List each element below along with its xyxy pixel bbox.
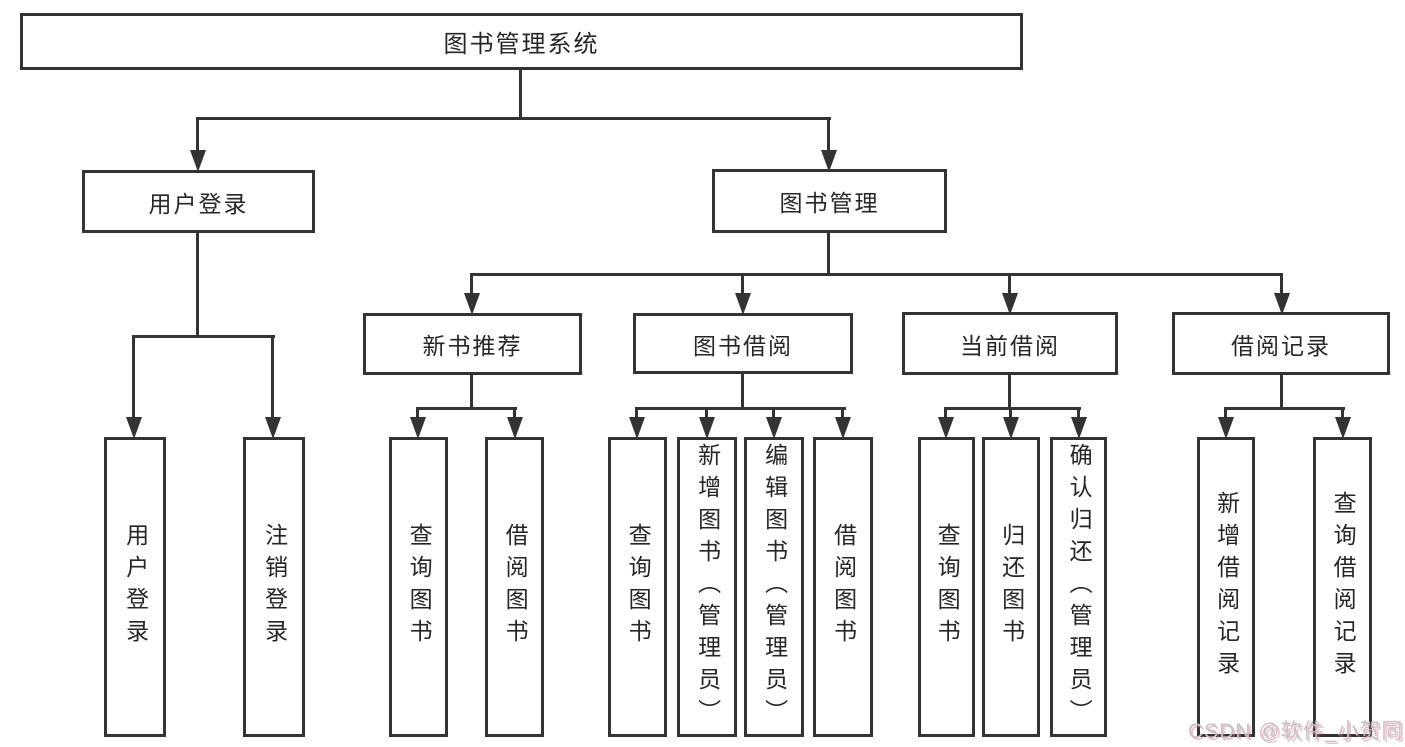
node-new-book-recommend: 新书推荐 — [363, 313, 582, 375]
node-book-borrow: 图书借阅 — [633, 313, 853, 374]
node-label: 图书借阅 — [693, 332, 793, 359]
leaf-label: 新增图书（管理员） — [694, 443, 721, 731]
connector-recommend-rail — [416, 407, 517, 410]
arrow-down-icon — [190, 150, 206, 172]
leaf-label: 查询图书 — [406, 523, 433, 651]
leaf-label: 确认归还（管理员） — [1066, 443, 1093, 731]
connector-borrow-rail — [635, 407, 846, 410]
arrow-down-icon — [1218, 417, 1234, 439]
leaf-return-books: 归还图书 — [982, 437, 1040, 737]
leaf-add-borrow-record: 新增借阅记录 — [1197, 437, 1255, 737]
node-borrow-records: 借阅记录 — [1172, 312, 1390, 375]
node-label: 图书管理系统 — [443, 31, 600, 58]
connector-current-rail — [944, 407, 1081, 410]
arrow-down-icon — [126, 417, 142, 439]
arrow-down-icon — [699, 417, 715, 439]
leaf-user-login: 用户登录 — [104, 437, 166, 737]
csdn-watermark: CSDN @软件_小贺同学 — [1188, 720, 1405, 743]
connector-root-stem — [519, 70, 522, 120]
arrow-down-icon — [507, 417, 523, 439]
arrow-down-icon — [265, 417, 281, 439]
connector-root-rail — [196, 117, 831, 120]
leaf-label: 查询图书 — [625, 523, 652, 651]
node-label: 图书管理 — [779, 190, 880, 216]
arrow-down-icon — [835, 417, 851, 439]
arrow-down-icon — [1002, 293, 1018, 315]
leaf-label: 用户登录 — [122, 523, 149, 651]
arrow-down-icon — [821, 150, 837, 172]
leaf-label: 查询图书 — [934, 523, 961, 651]
arrow-down-icon — [1003, 417, 1019, 439]
leaf-query-borrow-record: 查询借阅记录 — [1313, 437, 1372, 737]
leaf-query-books-borrow: 查询图书 — [608, 437, 667, 737]
connector-bookmgmt-rail — [470, 273, 1283, 276]
arrow-down-icon — [1335, 417, 1351, 439]
connector-branch-line — [741, 273, 744, 303]
arrow-down-icon — [464, 293, 480, 315]
leaf-add-books-admin: 新增图书（管理员） — [677, 437, 737, 737]
connector-branch-line — [827, 117, 830, 160]
arrow-down-icon — [766, 417, 782, 439]
connector-branch-line — [1008, 273, 1011, 303]
leaf-label: 借阅图书 — [830, 523, 857, 651]
arrow-down-icon — [629, 417, 645, 439]
leaf-label: 编辑图书（管理员） — [761, 443, 788, 731]
arrow-down-icon — [1071, 417, 1087, 439]
node-book-management-system: 图书管理系统 — [20, 13, 1023, 70]
node-user-login: 用户登录 — [82, 170, 315, 233]
connector-branch-line — [196, 117, 199, 160]
node-label: 新书推荐 — [422, 333, 523, 359]
leaf-edit-books-admin: 编辑图书（管理员） — [744, 437, 804, 737]
arrow-down-icon — [938, 417, 954, 439]
connector-branch-line — [271, 335, 274, 427]
leaf-borrow-books-recommend: 借阅图书 — [485, 437, 544, 737]
node-current-borrow: 当前借阅 — [902, 312, 1118, 375]
node-label: 用户登录 — [148, 190, 249, 217]
node-book-management: 图书管理 — [712, 169, 947, 233]
leaf-label: 归还图书 — [998, 523, 1025, 651]
connector-branch-line — [1280, 273, 1283, 303]
leaf-label: 注销登录 — [261, 523, 288, 651]
leaf-query-books-recommend: 查询图书 — [389, 437, 448, 737]
leaf-label: 借阅图书 — [502, 523, 529, 651]
leaf-label: 新增借阅记录 — [1213, 491, 1240, 683]
connector-records-stem — [1280, 374, 1283, 410]
connector-branch-line — [470, 273, 473, 303]
connector-userlogin-stem — [196, 233, 199, 338]
leaf-logout: 注销登录 — [243, 437, 305, 737]
connector-current-stem — [1008, 374, 1011, 410]
connector-records-rail — [1224, 407, 1345, 410]
connector-branch-line — [132, 335, 135, 427]
leaf-borrow-books: 借阅图书 — [813, 437, 873, 737]
leaf-label: 查询借阅记录 — [1330, 491, 1357, 683]
node-label: 借阅记录 — [1231, 332, 1331, 359]
arrow-down-icon — [410, 417, 426, 439]
connector-bookmgmt-stem — [827, 233, 830, 276]
leaf-confirm-return-admin: 确认归还（管理员） — [1050, 437, 1107, 737]
connector-borrow-stem — [741, 374, 744, 410]
leaf-query-books-current: 查询图书 — [918, 437, 975, 737]
arrow-down-icon — [1274, 293, 1290, 315]
arrow-down-icon — [735, 293, 751, 315]
node-label: 当前借阅 — [960, 332, 1060, 359]
connector-recommend-stem — [470, 374, 473, 410]
connector-userlogin-rail — [132, 335, 275, 338]
